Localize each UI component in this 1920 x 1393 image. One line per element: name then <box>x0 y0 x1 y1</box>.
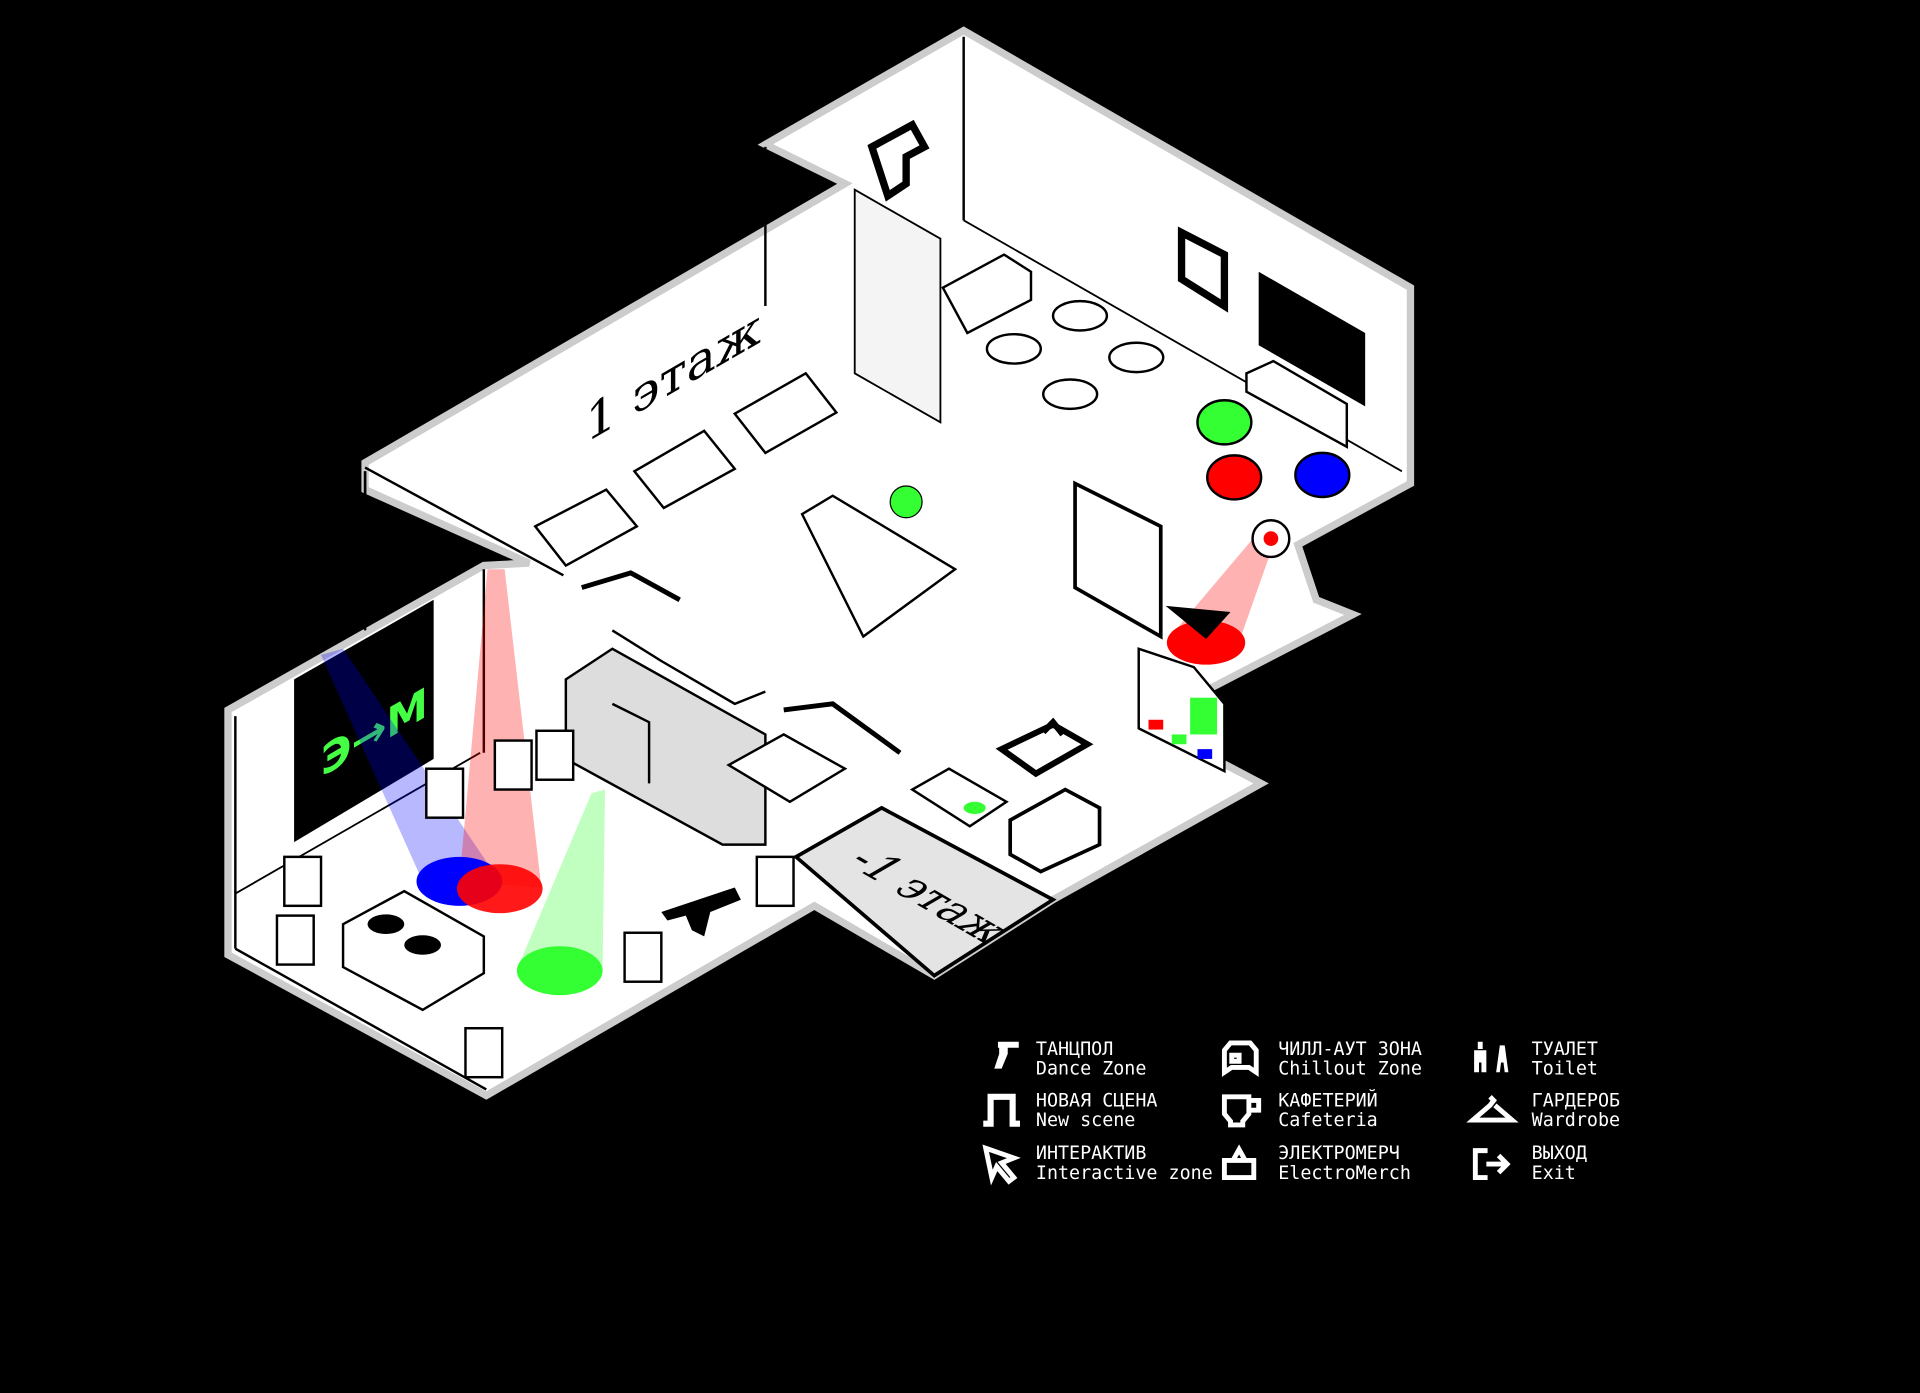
eye-pupil <box>1263 531 1279 546</box>
chillout-icon <box>1221 1040 1259 1077</box>
stair-rail <box>611 702 651 784</box>
legend-item-interactive: ИНТЕРАКТИВ Interactive zone <box>982 1143 1213 1186</box>
cafe-tables <box>985 299 1165 411</box>
speaker <box>275 914 315 966</box>
new-scene-icon <box>983 1093 1020 1127</box>
legend-item-wardrobe: ГАРДЕРОБ Wardrobe <box>1466 1091 1620 1131</box>
legend-ru: ЧИЛЛ-АУТ ЗОНА <box>1278 1039 1422 1060</box>
building-shape <box>224 26 1415 1100</box>
table <box>985 332 1043 365</box>
speaker <box>623 931 663 983</box>
legend-item-toilet: ТУАЛЕТ Toilet <box>1474 1039 1598 1080</box>
sofa <box>632 429 737 510</box>
info-desk <box>800 494 958 639</box>
speaker <box>535 729 575 781</box>
legend: ТАНЦПОЛ Dance Zone НОВАЯ СЦЕНА New scene… <box>982 1039 1620 1186</box>
red-spot <box>456 864 543 914</box>
turntable-icon <box>404 935 441 955</box>
tv-stand <box>1245 359 1349 449</box>
lower-floor-area <box>792 805 1057 978</box>
sofa <box>533 488 639 568</box>
legend-item-dance-zone: ТАНЦПОЛ Dance Zone <box>983 1039 1146 1080</box>
merch-bag-icon <box>1221 1144 1257 1181</box>
speakers <box>275 729 795 1079</box>
entrance-door <box>1073 480 1163 640</box>
legend-ru: ГАРДЕРОБ <box>1532 1091 1620 1112</box>
direction-sign <box>581 570 681 602</box>
legend-en: Cafeteria <box>1278 1110 1377 1131</box>
green-spotlight-beam <box>520 789 606 971</box>
interactive-cursor-icon <box>982 1144 1021 1186</box>
stair-block <box>726 733 848 804</box>
sofas <box>533 371 839 568</box>
cafe-glass-wall <box>853 188 942 424</box>
cafe-counter <box>941 253 1033 335</box>
legend-item-merch: ЭЛЕКТРОМЕРЧ ElectroMerch <box>1221 1143 1411 1184</box>
legend-item-exit: ВЫХОД Exit <box>1472 1143 1587 1184</box>
legend-en: Wardrobe <box>1532 1110 1620 1131</box>
dance-zone-icon <box>983 1041 1019 1069</box>
speaker <box>493 739 533 791</box>
speaker <box>425 767 465 819</box>
table <box>1051 299 1109 332</box>
exit-icon <box>1472 1148 1511 1181</box>
game-tv <box>1258 271 1366 407</box>
legend-ru: ТУАЛЕТ <box>1532 1039 1598 1060</box>
legend-en: Chillout Zone <box>1278 1059 1422 1080</box>
red-spotlight-beam <box>459 569 542 888</box>
speaker <box>755 855 795 908</box>
legend-ru: ИНТЕРАКТИВ <box>1036 1143 1147 1164</box>
merch-item <box>1190 697 1218 735</box>
legend-item-chillout: ЧИЛЛ-АУТ ЗОНА Chillout Zone <box>1221 1039 1422 1080</box>
interactive-floor-icon <box>1165 605 1231 639</box>
wall-edge <box>364 466 564 577</box>
merch-item <box>1171 734 1187 745</box>
green-spot <box>516 946 603 996</box>
sofa <box>732 371 839 455</box>
stairs <box>611 629 766 706</box>
merch-item <box>1197 749 1213 759</box>
direction-sign <box>783 701 902 755</box>
legend-ru: КАФЕТЕРИЙ <box>1278 1090 1377 1112</box>
floor-plan: -1 этаж 1 этаж Э→М <box>224 26 1415 1100</box>
speaker <box>283 855 323 908</box>
cafeteria-wall-icon <box>867 119 930 202</box>
merch-rack <box>1137 647 1226 774</box>
blue-beanbag <box>1294 451 1351 499</box>
red-beanbag <box>1206 454 1263 501</box>
wall-edge <box>234 947 487 1091</box>
legend-item-cafeteria: КАФЕТЕРИЙ Cafeteria <box>1221 1090 1378 1131</box>
merch-item <box>1148 719 1164 730</box>
table <box>1042 378 1099 411</box>
legend-en: Dance Zone <box>1036 1059 1147 1080</box>
legend-ru: ТАНЦПОЛ <box>1036 1039 1113 1060</box>
legend-item-new-scene: НОВАЯ СЦЕНА New scene <box>983 1091 1158 1131</box>
blue-spotlight-beam <box>321 648 500 882</box>
speaker <box>464 1027 504 1079</box>
turntable-icon <box>367 914 405 934</box>
toilet-icon <box>1474 1041 1509 1073</box>
legend-en: Toilet <box>1532 1059 1598 1080</box>
legend-en: Exit <box>1532 1163 1576 1184</box>
green-beanbag <box>1196 399 1253 446</box>
cafeteria-cup-icon <box>1221 1094 1262 1128</box>
dance-zone-floor-icon <box>661 887 741 937</box>
record <box>963 801 986 815</box>
table <box>1108 341 1165 374</box>
wardrobe-hanger-icon <box>1466 1095 1519 1123</box>
interactive-spot <box>1166 620 1246 665</box>
green-plant <box>889 485 923 519</box>
legend-ru: ВЫХОД <box>1532 1143 1587 1164</box>
merch-floor-icon <box>995 717 1094 778</box>
chillout-wall-icon <box>1177 226 1229 313</box>
video-screen <box>294 599 434 843</box>
legend-en: New scene <box>1036 1110 1135 1131</box>
legend-en: ElectroMerch <box>1278 1163 1411 1184</box>
cash-desk <box>1008 787 1102 874</box>
legend-ru: НОВАЯ СЦЕНА <box>1036 1091 1158 1112</box>
legend-ru: ЭЛЕКТРОМЕРЧ <box>1278 1143 1400 1164</box>
legend-en: Interactive zone <box>1036 1163 1213 1184</box>
